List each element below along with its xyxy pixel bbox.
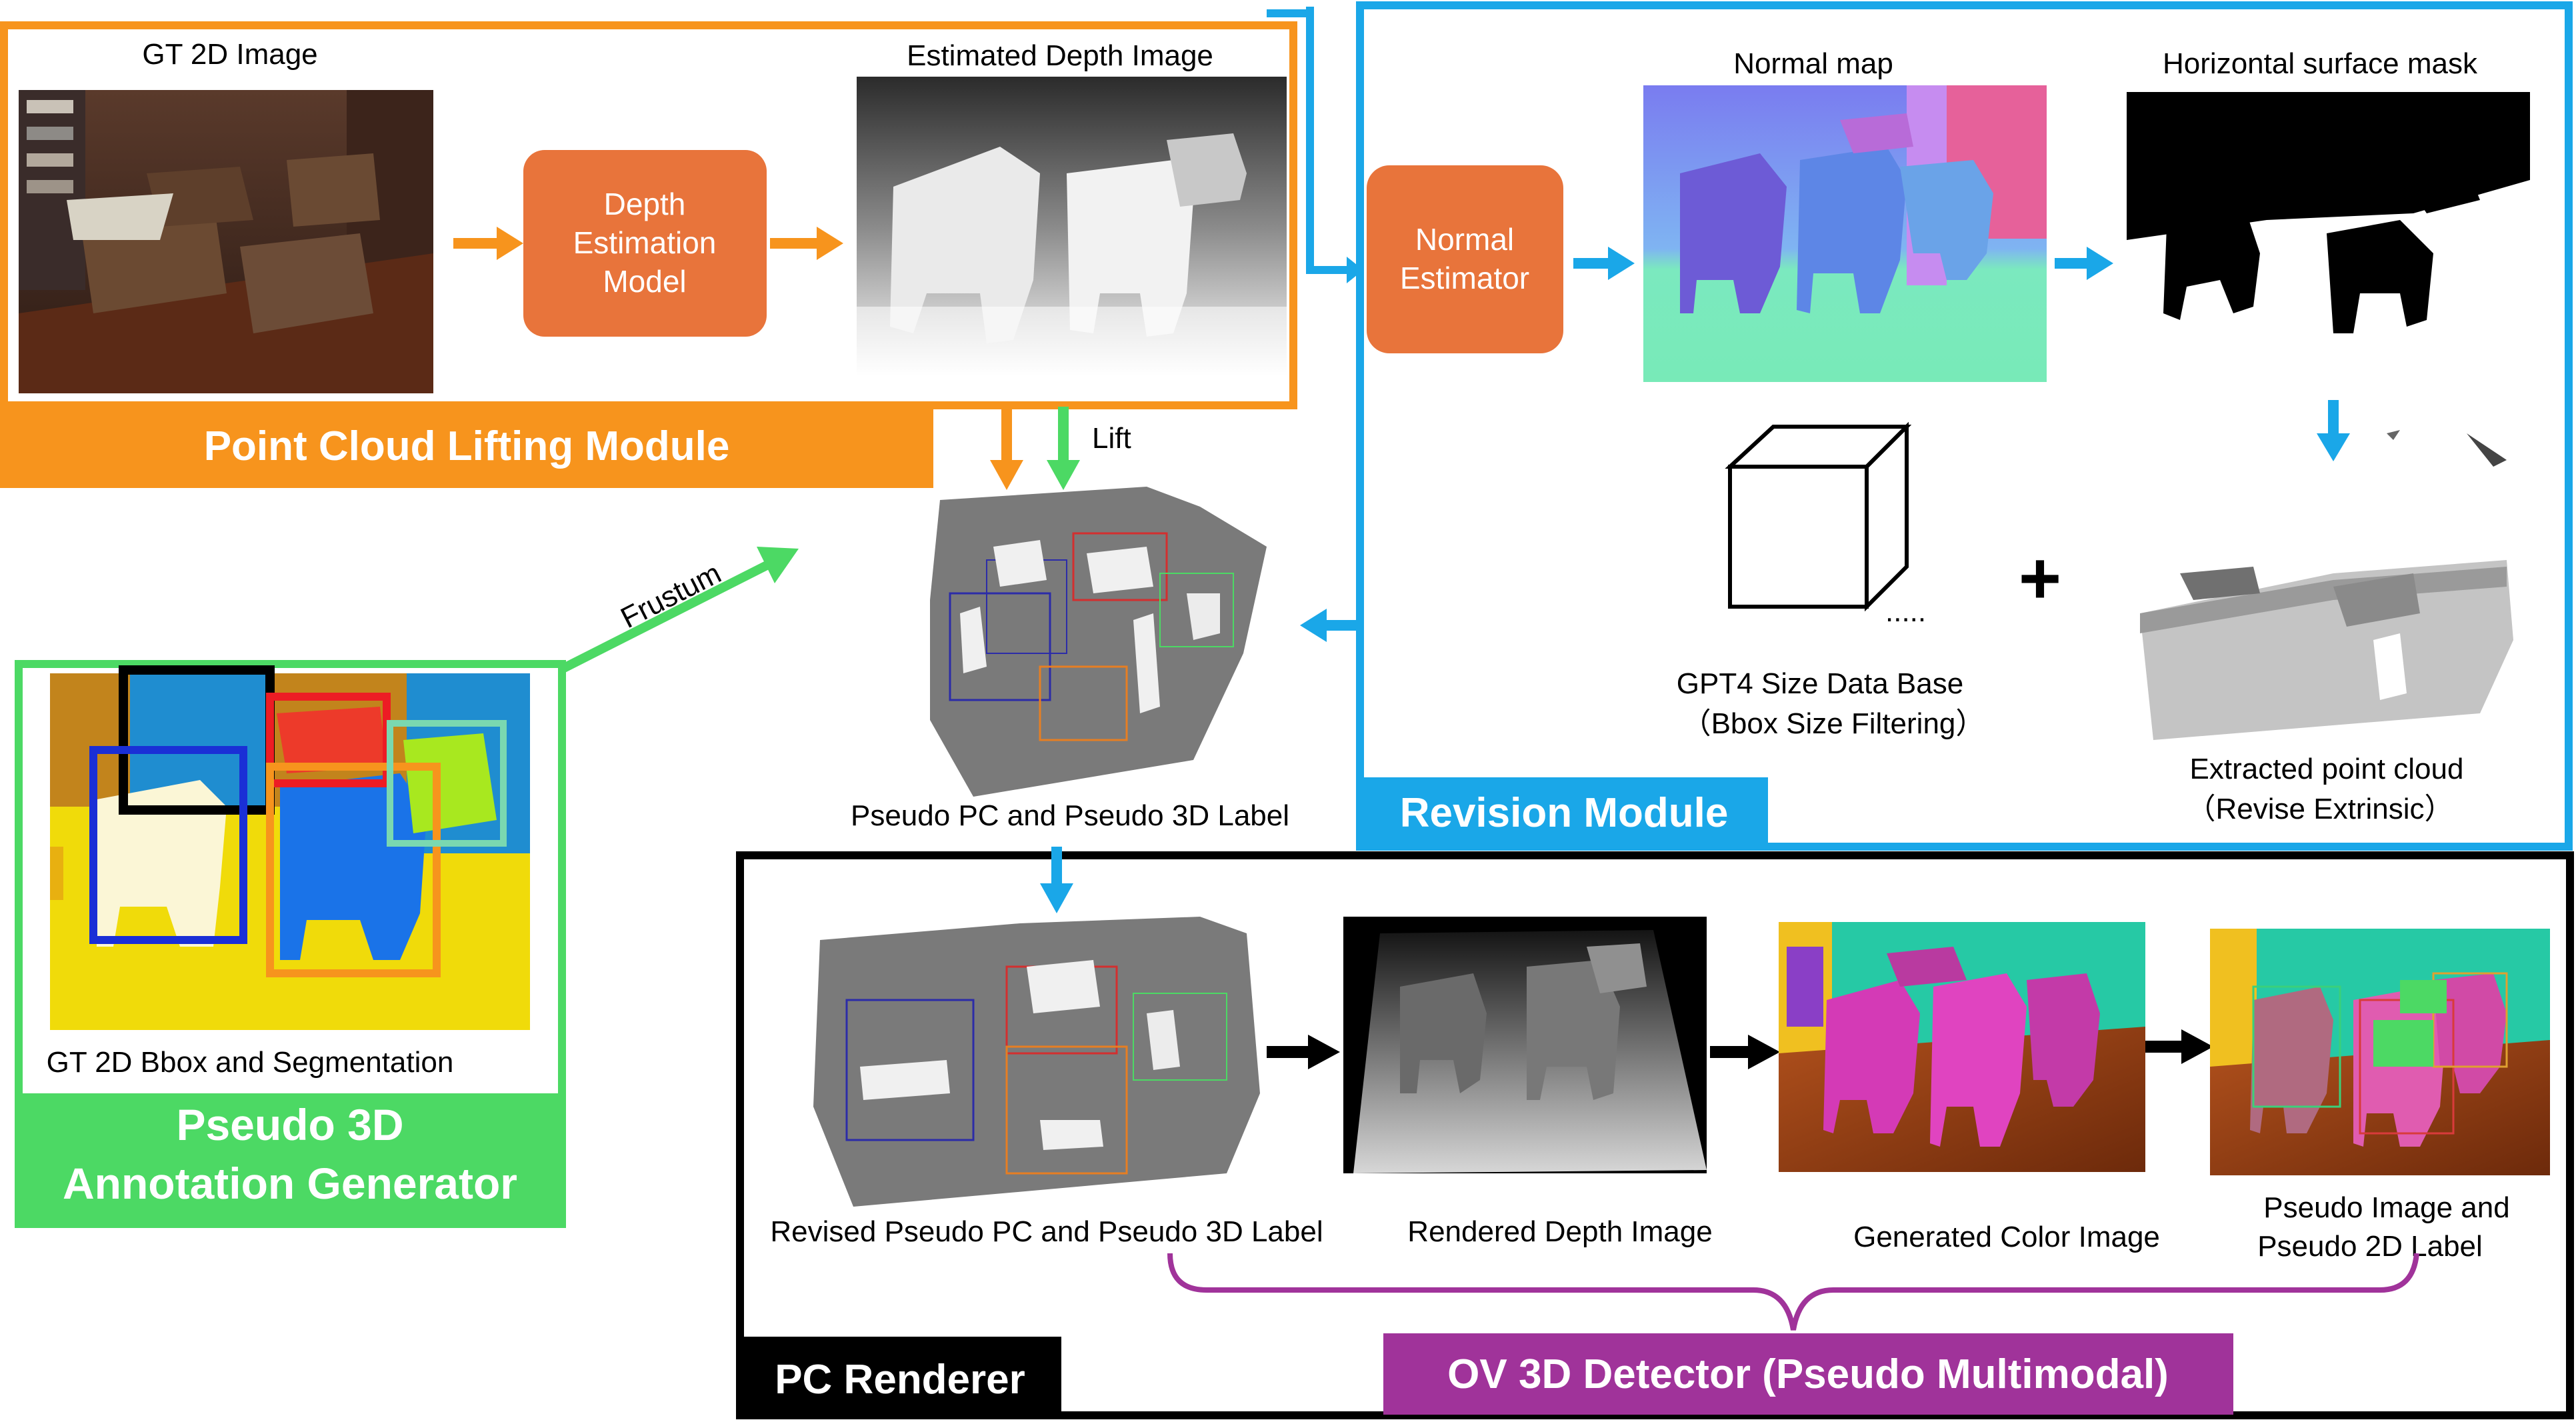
pc-renderer: PC Renderer Revised Pseudo PC and Pseudo… — [736, 847, 2574, 1419]
generated-label: Generated Color Image — [1853, 1221, 2160, 1253]
model-line-1: Depth — [604, 187, 686, 221]
revision-module-title: Revision Module — [1400, 790, 1729, 836]
estimated-depth-image — [857, 77, 1287, 377]
extracted-line-2: （Revise Extrinsic） — [2187, 793, 2454, 825]
segmentation-image — [50, 665, 530, 1030]
bbox-cube-icon — [1725, 421, 1912, 612]
extracted-line-1: Extracted point cloud — [2190, 753, 2464, 785]
plus-sign: + — [2019, 537, 2061, 619]
pc-renderer-title: PC Renderer — [775, 1357, 1025, 1403]
normal-map-image — [1643, 85, 2047, 382]
rendered-depth-image — [1343, 917, 1707, 1173]
ov3d-title-bar — [1383, 1333, 2233, 1415]
gpt4-line-1: GPT4 Size Data Base — [1677, 667, 1963, 700]
normal-map-label: Normal map — [1733, 47, 1893, 80]
gpt4-line-2: （Bbox Size Filtering） — [1682, 707, 1985, 740]
pc-renderer-frame — [736, 851, 2574, 1419]
ov3d-brace — [1167, 1253, 2419, 1331]
normal-estimator-box: Normal Estimator — [1367, 165, 1563, 353]
pc-renderer-title-bar — [740, 1337, 1061, 1417]
model-line-2: Estimation — [573, 225, 717, 260]
pseudo-image-line-2: Pseudo 2D Label — [2257, 1230, 2483, 1263]
lift-label: Lift — [1092, 422, 1131, 455]
generator-title-line-2: Annotation Generator — [63, 1159, 517, 1208]
revised-label: Revised Pseudo PC and Pseudo 3D Label — [770, 1215, 1323, 1248]
model-line-3: Model — [603, 264, 686, 299]
ov3d-detector: OV 3D Detector (Pseudo Multimodal) — [1167, 1253, 2419, 1415]
revision-module: Revision Module Normal Estimator Normal … — [1356, 1, 2573, 851]
revised-pseudo-pc — [813, 917, 1260, 1207]
ov3d-title: OV 3D Detector (Pseudo Multimodal) — [1447, 1351, 2169, 1397]
estimator-line-2: Estimator — [1400, 261, 1529, 295]
revision-module-frame — [1356, 1, 2573, 851]
generated-color-image — [1779, 922, 2145, 1172]
gt-2d-image — [19, 90, 433, 393]
lifting-module-title-bar — [0, 401, 933, 488]
blue-route-line — [1306, 7, 1347, 274]
pseudo-image-with-2d-labels — [2210, 929, 2550, 1175]
generator-title-line-1: Pseudo 3D — [176, 1100, 403, 1149]
depth-image-label: Estimated Depth Image — [907, 39, 1213, 72]
point-cloud-lifting-module: Point Cloud Lifting Module GT 2D Image — [0, 21, 1297, 488]
gt-image-label: GT 2D Image — [142, 38, 317, 71]
depth-estimation-model-box: Depth Estimation Model — [523, 150, 767, 337]
pseudo-3d-annotation-generator: Pseudo 3D Annotation Generator GT 2D Bbo… — [15, 660, 566, 1228]
lifting-module-title: Point Cloud Lifting Module — [204, 423, 730, 469]
rendered-label: Rendered Depth Image — [1407, 1215, 1712, 1248]
horizontal-surface-mask-image — [2127, 92, 2530, 349]
revision-module-title-bar — [1360, 777, 1768, 847]
frustum-arrow — [557, 561, 769, 675]
pseudo-pc-label: Pseudo PC and Pseudo 3D Label — [851, 799, 1289, 832]
pseudo-pc — [930, 487, 1267, 797]
seg-label: GT 2D Bbox and Segmentation — [47, 1046, 454, 1079]
extracted-point-cloud-image — [2140, 430, 2513, 740]
generator-title-bar — [19, 1093, 562, 1224]
estimator-line-1: Normal — [1415, 222, 1514, 257]
pseudo-image-line-1: Pseudo Image and — [2263, 1191, 2509, 1224]
dots: ..... — [1885, 595, 1926, 628]
mask-label: Horizontal surface mask — [2163, 47, 2478, 80]
